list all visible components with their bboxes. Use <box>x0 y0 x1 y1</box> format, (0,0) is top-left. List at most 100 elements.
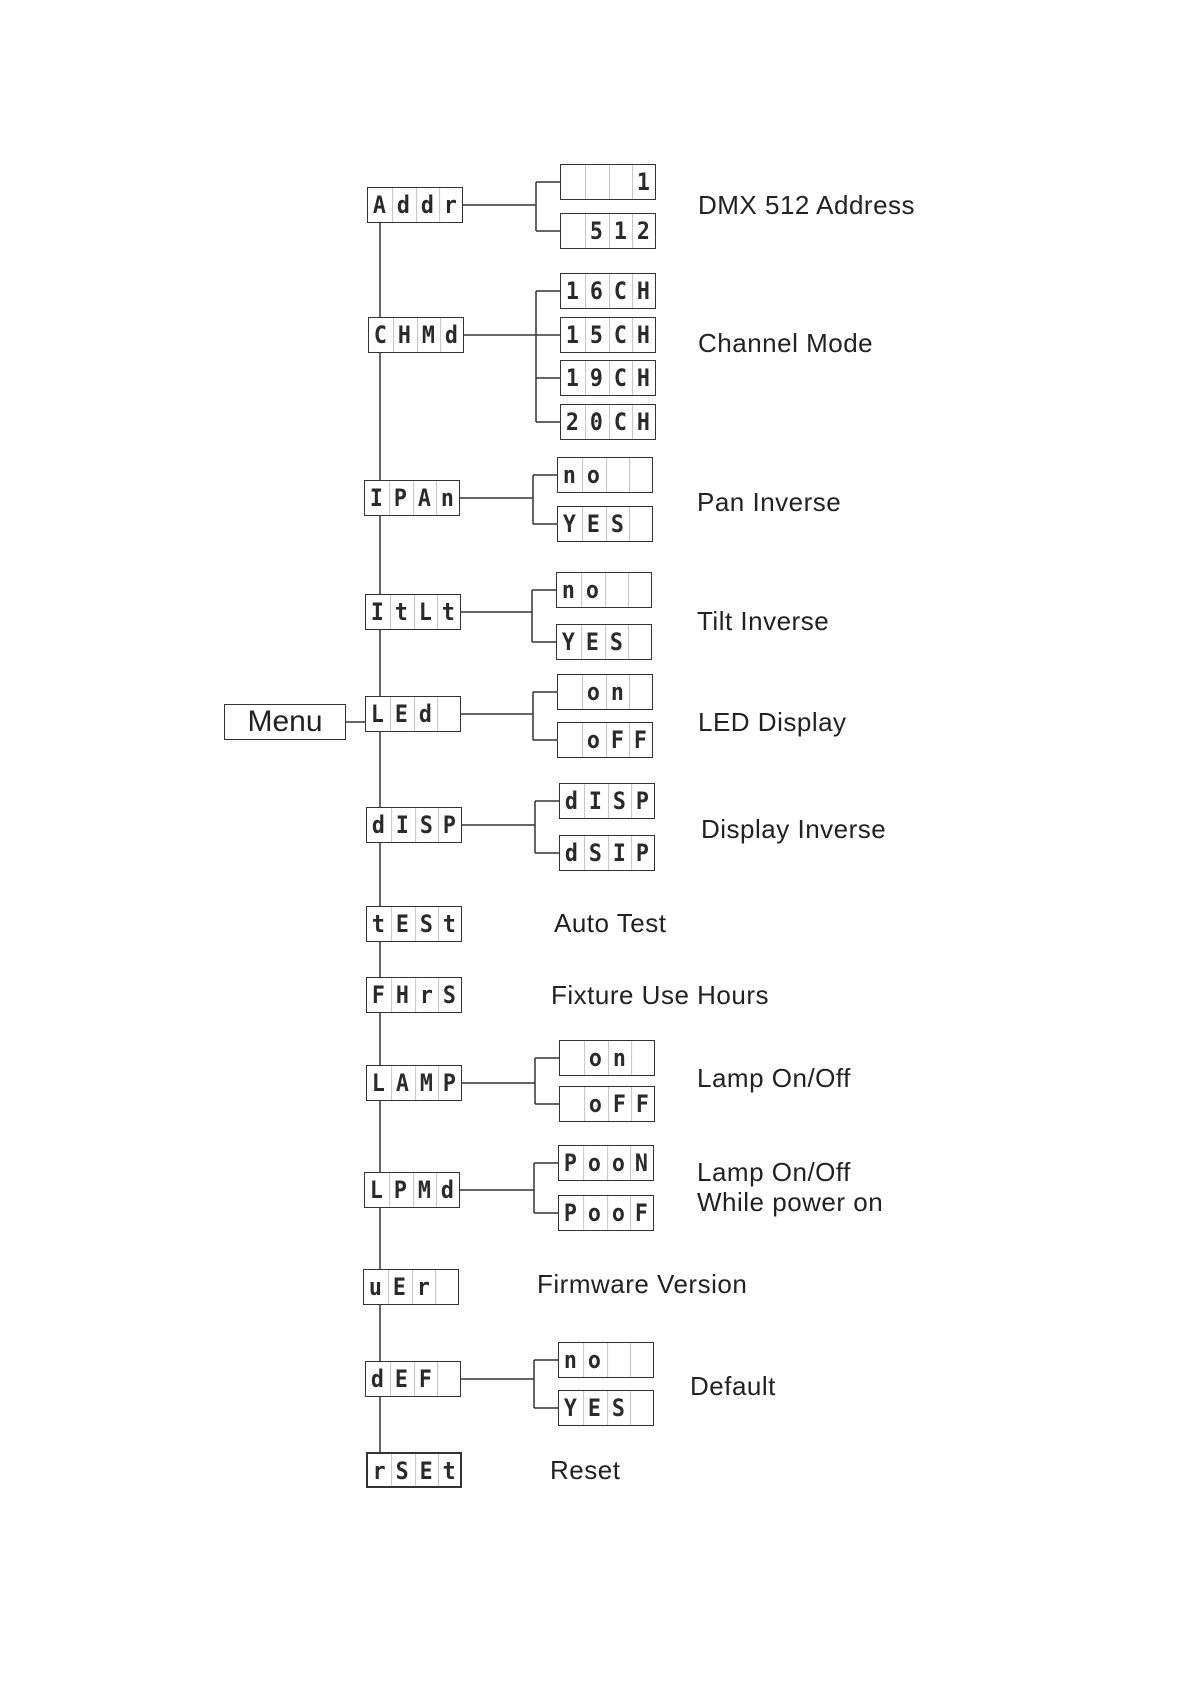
segment-digit: 1 <box>565 321 579 349</box>
segment-digit: t <box>438 907 459 941</box>
segment-digit: t <box>437 595 458 629</box>
segment-digit: r <box>439 188 460 222</box>
segment-digit: L <box>370 700 384 728</box>
function-label: Display Inverse <box>701 814 886 844</box>
function-label: DMX 512 Address <box>698 190 915 220</box>
segment-digit: F <box>629 723 650 757</box>
segment-digit <box>604 573 626 607</box>
segment-digit: E <box>390 907 412 941</box>
function-label: Auto Test <box>554 908 666 938</box>
segment-digit: 1 <box>565 364 579 392</box>
segment-digit: E <box>389 1362 411 1396</box>
segment-digit: n <box>561 576 575 604</box>
segment-digit: o <box>582 1343 604 1377</box>
function-label-line: Firmware Version <box>537 1269 748 1299</box>
segment-digit: o <box>582 1196 604 1230</box>
segment-digit <box>559 675 579 709</box>
function-label-line: LED Display <box>698 707 847 737</box>
segment-digit: 0 <box>584 405 606 439</box>
function-label: Channel Mode <box>698 328 873 358</box>
segment-digit: n <box>607 1041 629 1075</box>
segment-digit: S <box>438 978 459 1012</box>
segment-digit: o <box>583 1041 605 1075</box>
segment-digit: 2 <box>632 214 653 248</box>
segment-digit: o <box>581 675 603 709</box>
segment-digit <box>629 507 650 541</box>
segment-digit: M <box>414 1066 436 1100</box>
segment-digit: r <box>372 1457 386 1485</box>
segment-digit: S <box>583 836 605 870</box>
segment-digit: d <box>413 697 435 731</box>
segment-digit <box>606 1343 628 1377</box>
segment-digit: d <box>391 188 413 222</box>
segment-digit: S <box>414 808 436 842</box>
segment-digit: d <box>440 318 461 352</box>
segment-digit: S <box>607 784 629 818</box>
segment-digit <box>629 675 650 709</box>
segment-digit: P <box>438 808 459 842</box>
segment-digit: n <box>563 1346 577 1374</box>
segment-digit: A <box>412 481 434 515</box>
function-label-line: Auto Test <box>554 908 667 938</box>
segment-digit: Y <box>561 628 575 656</box>
segment-digit: 6 <box>584 274 606 308</box>
function-label-line: Lamp On/Off <box>697 1157 851 1187</box>
menu-root-box: Menu <box>224 704 346 740</box>
segment-digit: E <box>389 697 411 731</box>
function-label: Fixture Use Hours <box>551 980 769 1010</box>
segment-digit: A <box>372 191 386 219</box>
segment-digit <box>629 458 650 492</box>
segment-digit: N <box>630 1146 651 1180</box>
segment-digit: P <box>631 784 652 818</box>
segment-digit: M <box>416 318 438 352</box>
segment-digit: P <box>438 1066 459 1100</box>
segment-digit: o <box>581 723 603 757</box>
option-value-display: 1 <box>560 164 656 200</box>
segment-digit: o <box>606 1196 628 1230</box>
segment-digit: F <box>413 1362 435 1396</box>
segment-digit: C <box>608 274 630 308</box>
segment-digit: H <box>632 361 653 395</box>
segment-digit: H <box>390 978 412 1012</box>
segment-digit: C <box>373 321 387 349</box>
segment-digit: d <box>436 1173 457 1207</box>
segment-digit: t <box>389 595 411 629</box>
function-label: Reset <box>550 1455 620 1485</box>
segment-digit: H <box>632 274 653 308</box>
function-label-line: DMX 512 Address <box>698 190 916 220</box>
segment-digit: n <box>436 481 457 515</box>
segment-digit: S <box>605 507 627 541</box>
segment-digit <box>561 1087 581 1121</box>
segment-digit: E <box>387 1270 409 1304</box>
segment-digit: 5 <box>584 214 606 248</box>
segment-digit: H <box>632 405 653 439</box>
segment-digit: S <box>604 625 626 659</box>
segment-digit: 5 <box>584 318 606 352</box>
segment-digit: P <box>563 1149 577 1177</box>
segment-digit: H <box>392 318 414 352</box>
function-label-line: Display Inverse <box>701 814 887 844</box>
segment-digit: M <box>412 1173 434 1207</box>
